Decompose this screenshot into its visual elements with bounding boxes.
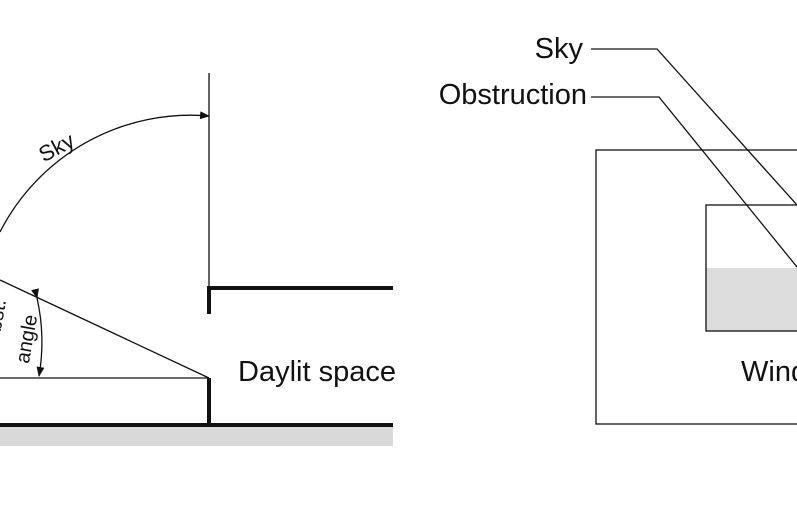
window-label: Window bbox=[741, 356, 797, 388]
obstruction-angle-label-bottom: angle bbox=[12, 313, 42, 365]
sky-arc bbox=[0, 111, 210, 233]
obstruction-area bbox=[706, 268, 797, 331]
window-view: Sky Obstruction Window bbox=[439, 33, 797, 425]
ground-strip bbox=[0, 426, 393, 446]
obstruction-angle-arc bbox=[31, 288, 45, 377]
lintel-wall bbox=[207, 286, 393, 314]
section-view: Sky Obst. angle Daylit space bbox=[0, 73, 396, 446]
wall-outline bbox=[595, 149, 797, 425]
sky-label: Sky bbox=[34, 128, 78, 167]
window-sky-label: Sky bbox=[535, 33, 584, 65]
sky-leader-line bbox=[591, 48, 797, 206]
window-frame bbox=[705, 204, 797, 332]
window-obstruction-label: Obstruction bbox=[439, 79, 587, 111]
daylit-space-label: Daylit space bbox=[238, 356, 396, 388]
obstruction-angle-label-top: Obst. bbox=[0, 298, 11, 349]
obstruction-leader-line bbox=[591, 96, 797, 268]
